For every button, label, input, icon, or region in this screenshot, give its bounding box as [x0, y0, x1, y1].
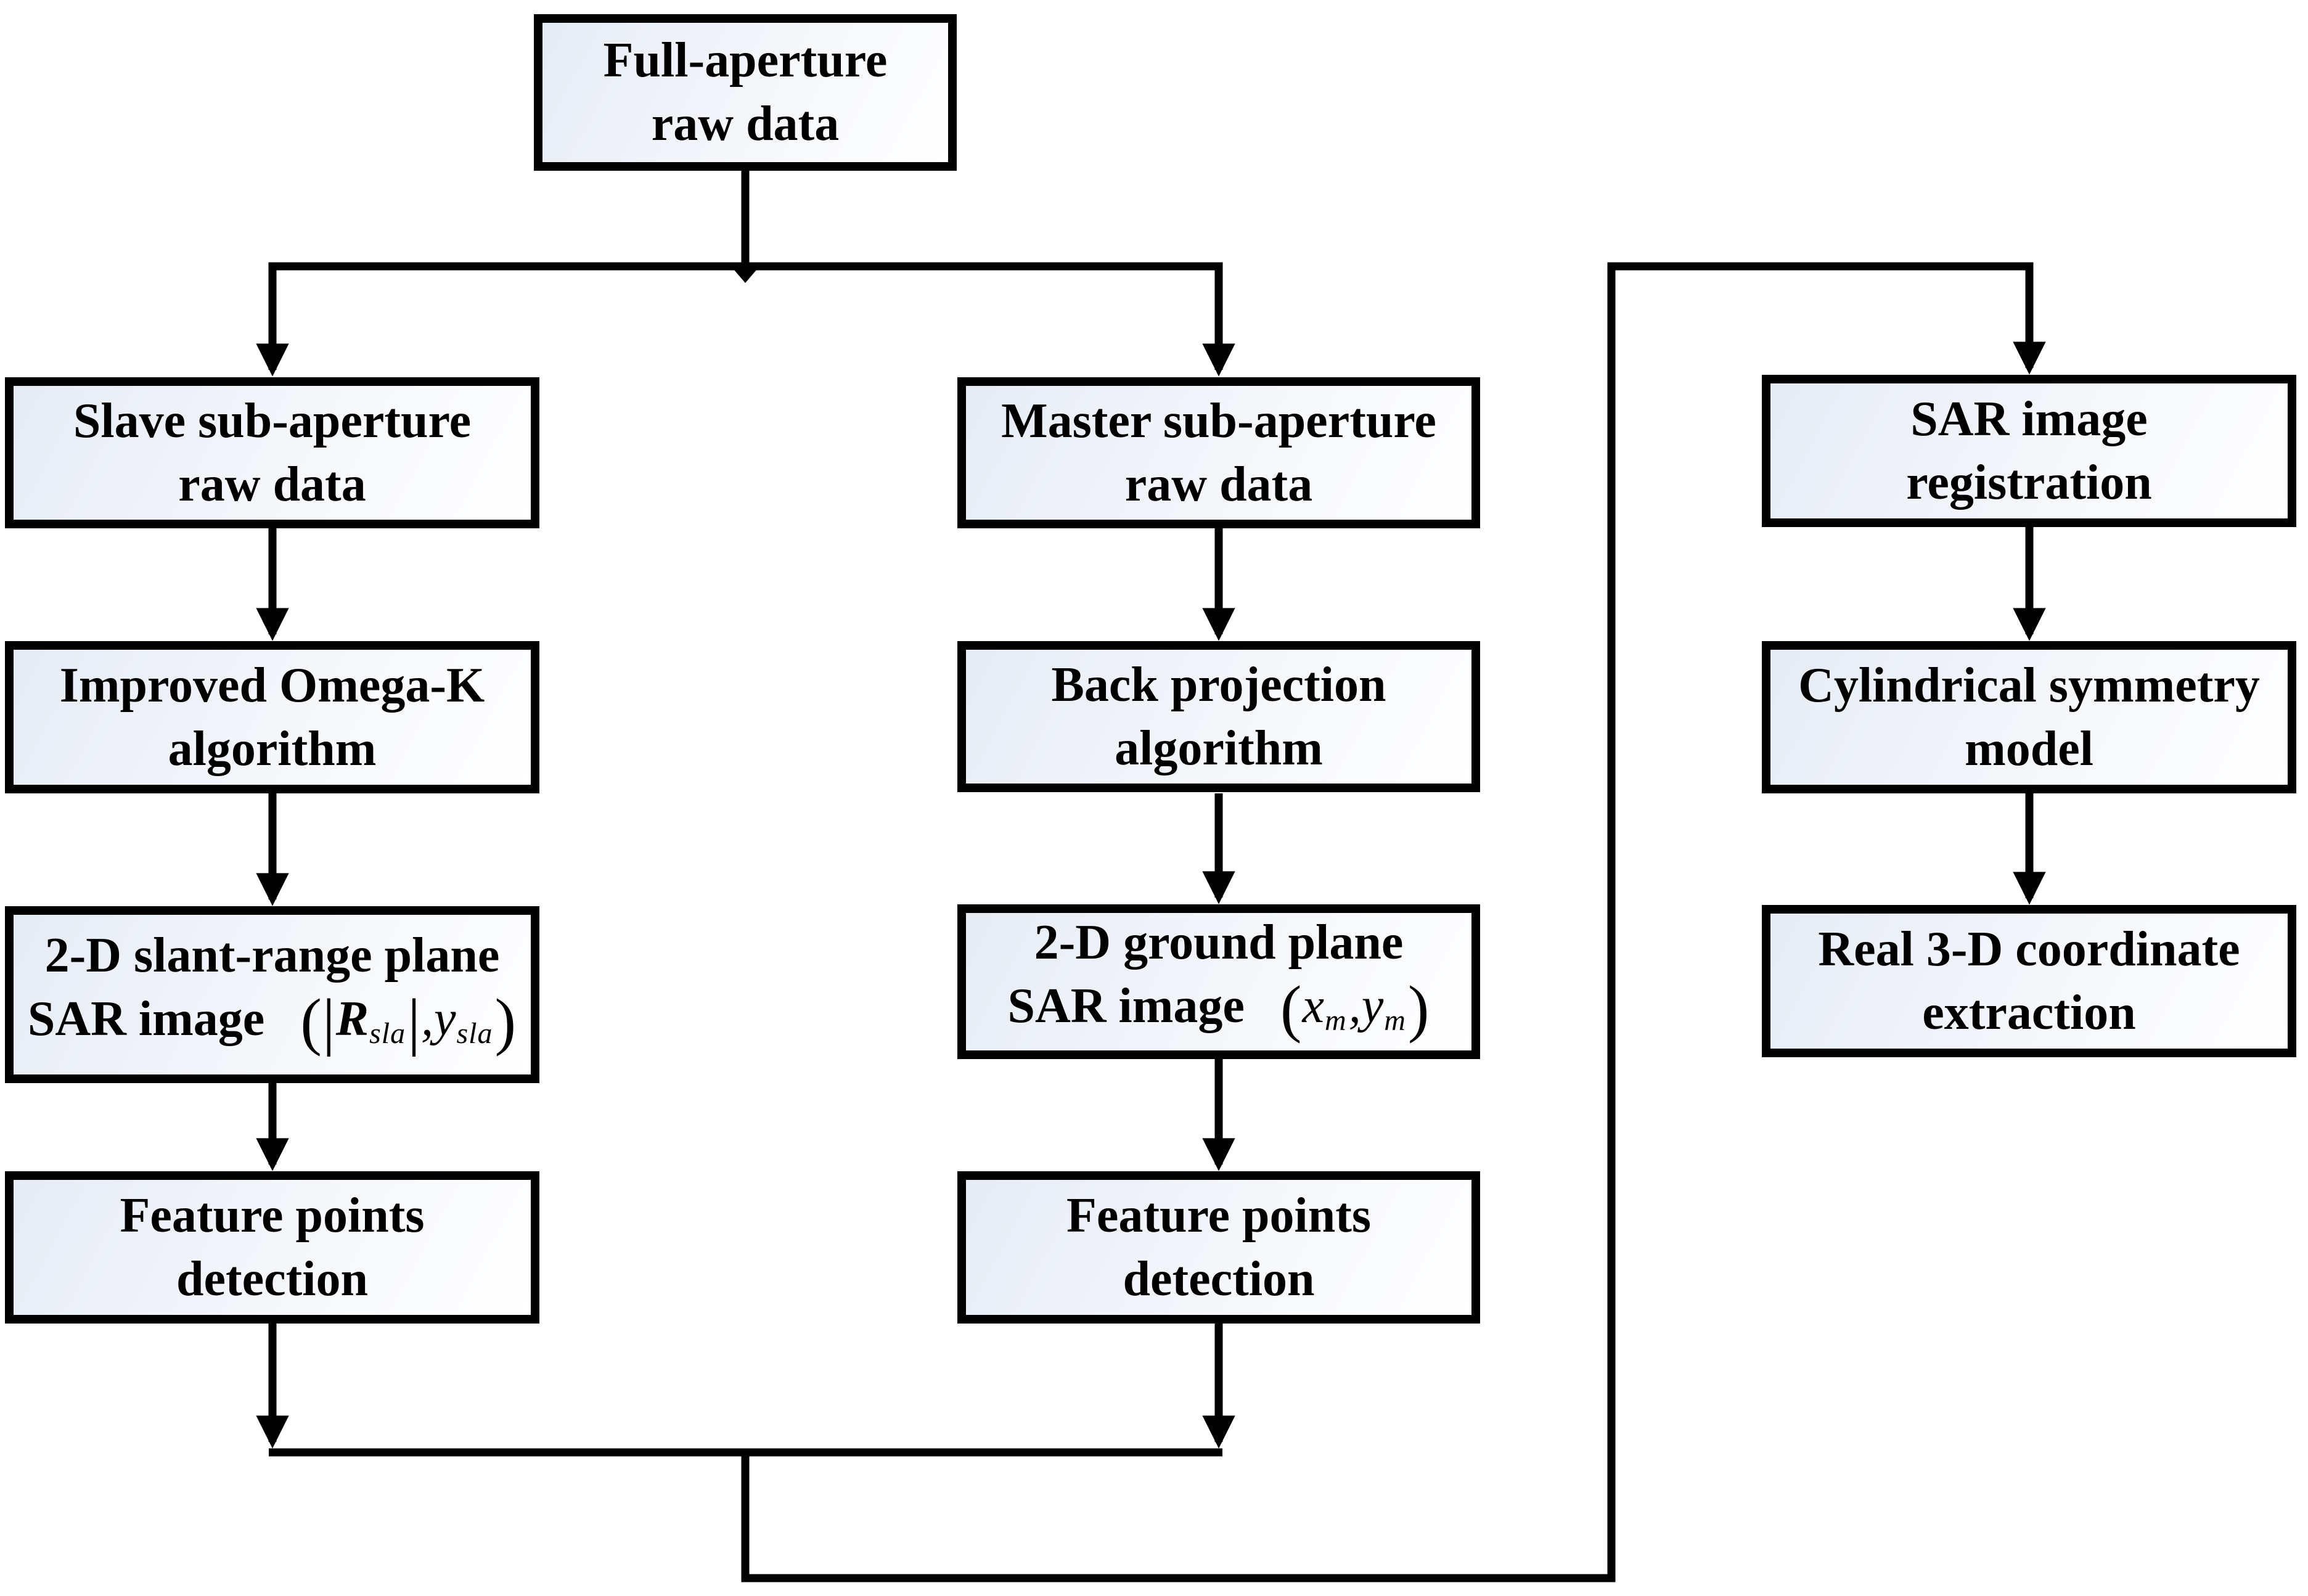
node-label-line: SAR image: [1910, 391, 2148, 446]
node-label-line: Feature points: [1066, 1188, 1372, 1243]
connector-split-to-master: [745, 262, 1235, 377]
node-2d-ground-plane-sar-image: 2-D ground plane SAR image (xm,ym): [957, 904, 1480, 1059]
node-label-line: Feature points: [120, 1188, 425, 1243]
node-label-line: raw data: [1124, 457, 1313, 512]
node-label-line: SAR image (xm,ym): [1007, 975, 1430, 1052]
node-real-3d-coordinate-extraction: Real 3-D coordinate extraction: [1762, 905, 2296, 1057]
node-label-line: 2-D ground plane: [1034, 915, 1404, 970]
node-label-line: Back projection: [1051, 657, 1386, 712]
node-label-line: algorithm: [1115, 721, 1323, 775]
node-label-line: registration: [1906, 455, 2152, 510]
node-2d-slant-range-plane-sar-image: 2-D slant-range plane SAR image (|Rsla|,y…: [5, 906, 539, 1083]
node-label-line: detection: [1123, 1251, 1315, 1306]
node-label-line: Full-aperture: [603, 33, 888, 88]
node-label-line: Improved Omega-K: [59, 658, 485, 713]
split-junction-arrowhead-icon: [734, 270, 756, 283]
node-label-line: algorithm: [168, 721, 377, 776]
node-label-line: 2-D slant-range plane: [44, 928, 500, 983]
node-label-line: detection: [176, 1251, 368, 1306]
node-label-line: Real 3-D coordinate: [1818, 922, 2240, 976]
node-label-line: Slave sub-aperture: [73, 393, 472, 448]
node-cylindrical-symmetry-model: Cylindrical symmetry model: [1762, 641, 2296, 793]
ground-image-coordinates-formula: (xm,ym): [1280, 973, 1430, 1044]
connector-split-to-slave: [256, 262, 745, 377]
node-back-projection-algorithm: Back projection algorithm: [957, 641, 1480, 792]
node-label-text: SAR image: [1007, 978, 1245, 1033]
node-label-line: extraction: [1922, 985, 2136, 1040]
node-label-text: SAR image: [27, 991, 265, 1046]
node-feature-points-detection-master: Feature points detection: [957, 1171, 1480, 1324]
node-sar-image-registration: SAR image registration: [1762, 375, 2296, 527]
node-label-line: raw data: [178, 457, 366, 512]
node-label-line: SAR image (|Rsla|,ysla): [28, 988, 517, 1065]
node-full-aperture-raw-data: Full-aperture raw data: [534, 14, 957, 171]
node-feature-points-detection-slave: Feature points detection: [5, 1171, 539, 1324]
node-label-line: model: [1965, 721, 2093, 776]
connector-merge-to-registration: [741, 262, 2046, 1582]
node-master-subaperture-raw-data: Master sub-aperture raw data: [957, 377, 1480, 528]
node-label-line: Cylindrical symmetry: [1798, 658, 2260, 713]
node-label-line: Master sub-aperture: [1001, 393, 1436, 448]
node-label-line: raw data: [651, 97, 840, 151]
node-improved-omega-k-algorithm: Improved Omega-K algorithm: [5, 641, 539, 793]
node-slave-subaperture-raw-data: Slave sub-aperture raw data: [5, 377, 539, 528]
slant-image-coordinates-formula: (|Rsla|,ysla): [300, 986, 517, 1057]
